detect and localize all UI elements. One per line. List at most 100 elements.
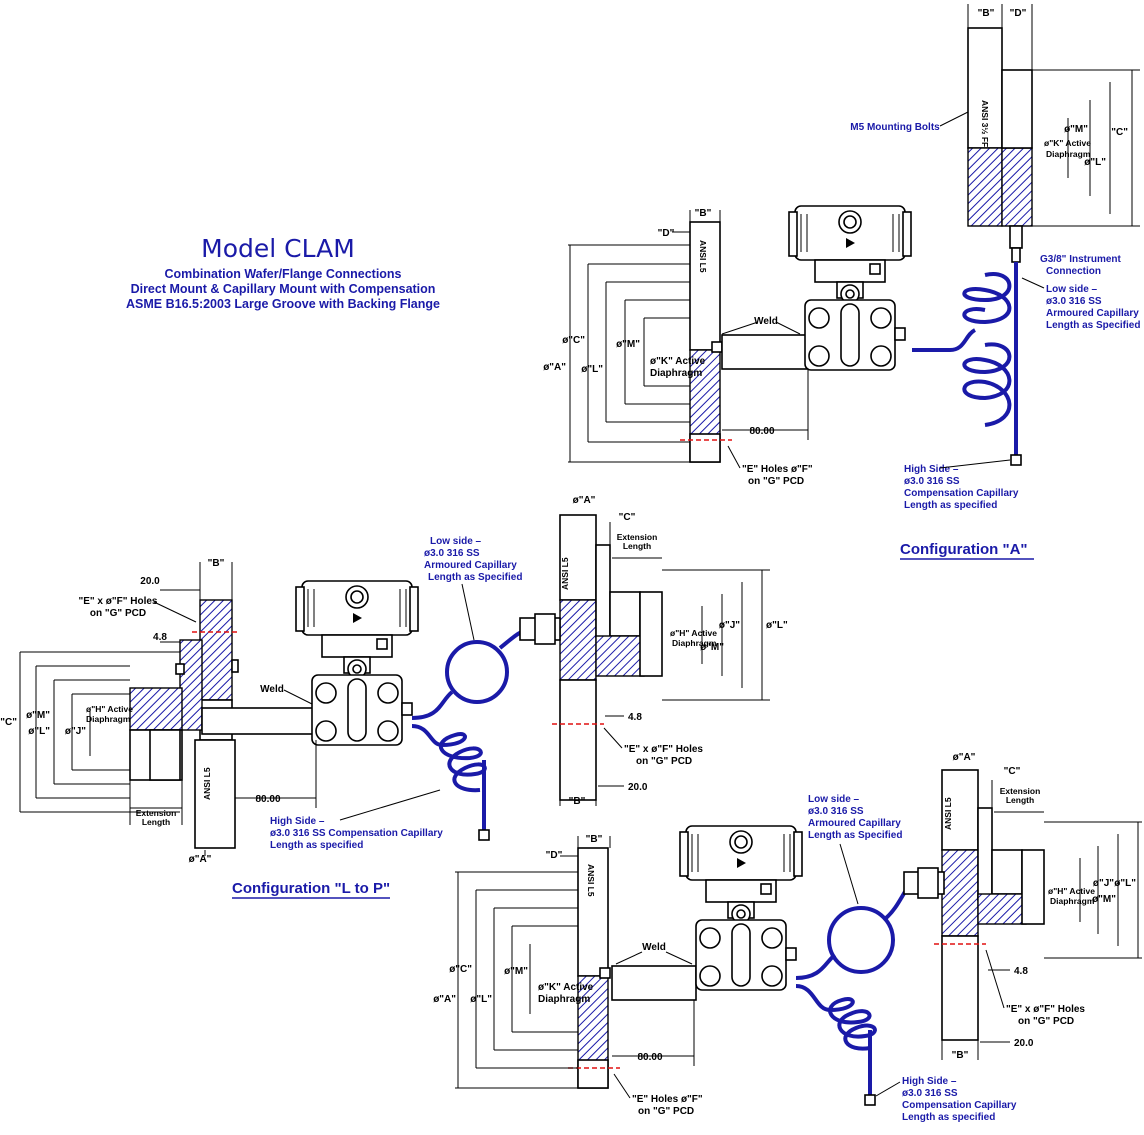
lp-r-holes-1: "E" x ø"F" Holes	[624, 744, 703, 755]
bottom-dim-b: "B"	[586, 834, 603, 845]
lp-dim-20: 20.0	[140, 576, 160, 587]
subtitle-line-2: Direct Mount & Capillary Mount with Comp…	[131, 282, 436, 296]
lp-high-1: High Side –	[270, 816, 325, 827]
lp-dim-b: "B"	[208, 558, 225, 569]
bottom-capillary	[795, 878, 917, 1106]
lp-r-dim-j: ø"J"	[719, 620, 740, 631]
low-side-a-1: Low side –	[1046, 284, 1098, 295]
bottom-high-4: Length as specified	[902, 1112, 995, 1123]
lp-dim-48: 4.8	[153, 632, 167, 643]
weld-a: Weld	[754, 316, 778, 327]
active-a-2: Diaphragm	[650, 368, 702, 379]
bottom-extension-pipe	[611, 965, 697, 1001]
bottom-dim-l: ø"L"	[470, 994, 492, 1005]
config-lp-caption: Configuration "L to P"	[232, 880, 390, 897]
active-a-1: ø"K" Active	[650, 356, 706, 367]
holes-a-2: on "G" PCD	[748, 476, 804, 487]
bottom-right-seal: ANSI L5	[903, 769, 1045, 1041]
lp-low-3: Armoured Capillary	[424, 560, 517, 571]
extension-pipe-a	[721, 334, 811, 370]
bottom-right-flange-label: ANSI L5	[943, 797, 953, 830]
bottom-r-dim-b: "B"	[952, 1050, 969, 1061]
lp-right-seal: ANSI L5	[519, 514, 663, 801]
lp-holes-1: "E" x ø"F" Holes	[79, 596, 158, 607]
bottom-length: 80.00	[637, 1052, 662, 1063]
lp-low-4: Length as Specified	[428, 572, 522, 583]
bottom-r-dim-c: "C"	[1004, 766, 1021, 777]
lp-r-dim-20: 20.0	[628, 782, 648, 793]
lp-r-dim-m: ø"M"	[700, 642, 724, 653]
lp-r-dim-a: ø"A"	[573, 495, 596, 506]
lp-high-2: ø3.0 316 SS Compensation Capillary	[270, 828, 443, 839]
transmitter-lp	[295, 580, 419, 746]
bottom-dim-c: ø"C"	[449, 964, 472, 975]
bottom-r-active-1: ø"H" Active	[1048, 886, 1095, 896]
bottom-low-3: Armoured Capillary	[808, 818, 901, 829]
low-side-a-4: Length as Specified	[1046, 320, 1140, 331]
bottom-high-2: ø3.0 316 SS	[902, 1088, 958, 1099]
dim-m-a: ø"M"	[616, 339, 640, 350]
bottom-holes-2: on "G" PCD	[638, 1106, 694, 1117]
transmitter-a	[788, 205, 912, 371]
bottom-high-1: High Side –	[902, 1076, 957, 1087]
bottom-dim-d: "D"	[546, 850, 563, 861]
lp-high-3: Length as specified	[270, 840, 363, 851]
diagram-title: Model CLAM	[201, 234, 355, 263]
bottom-r-dim-l: ø"L"	[1114, 878, 1136, 889]
flange-label-a: ANSI L5	[698, 240, 708, 273]
lp-dim-l: ø"L"	[28, 726, 50, 737]
lp-dim-j: ø"J"	[65, 726, 86, 737]
lp-ext-1: Extension	[136, 808, 177, 818]
dim-m-remote: ø"M"	[1064, 124, 1088, 135]
bottom-dim-a: ø"A"	[433, 994, 456, 1005]
lp-dim-a: ø"A"	[189, 854, 212, 865]
lp-active-2: Diaphragm	[86, 714, 131, 724]
remote-diaphragm-label: Diaphragm	[1046, 149, 1091, 159]
bottom-r-dim-48: 4.8	[1014, 966, 1028, 977]
low-side-a-3: Armoured Capillary	[1046, 308, 1139, 319]
bottom-low-4: Length as Specified	[808, 830, 902, 841]
low-side-a-2: ø3.0 316 SS	[1046, 296, 1102, 307]
lp-r-dim-l: ø"L"	[766, 620, 788, 631]
bottom-r-dim-m: ø"M"	[1092, 894, 1116, 905]
lp-r-ext-1: Extension	[617, 532, 658, 542]
config-a-caption: Configuration "A"	[900, 541, 1028, 558]
lp-dim-m: ø"M"	[26, 710, 50, 721]
bottom-r-dim-a: ø"A"	[953, 752, 976, 763]
dim-l-a: ø"L"	[581, 364, 603, 375]
configuration-l-to-p: ANSI L5 Weld "B" 20.0 "E" x ø"F" Holes o…	[0, 495, 788, 899]
bottom-r-ext-2: Length	[1006, 795, 1034, 805]
bottom-r-dim-j: ø"J"	[1093, 878, 1114, 889]
capillary-coil-a	[912, 262, 1022, 466]
remote-flange-label: ANSI 3½ FF	[980, 100, 990, 147]
high-side-a-1: High Side –	[904, 464, 959, 475]
lp-holes-2: on "G" PCD	[90, 608, 146, 619]
bottom-weld: Weld	[642, 942, 666, 953]
lp-low-1: Low side –	[430, 536, 482, 547]
bottom-holes-1: "E" Holes ø"F"	[632, 1094, 703, 1105]
bottom-r-ext-1: Extension	[1000, 786, 1041, 796]
lp-r-dim-b: "B"	[569, 796, 586, 807]
transmitter-bottom	[679, 825, 803, 991]
holes-a-1: "E" Holes ø"F"	[742, 464, 813, 475]
bottom-r-dim-20: 20.0	[1014, 1038, 1034, 1049]
lp-right-flange-label: ANSI L5	[560, 557, 570, 590]
dim-c-a: ø"C"	[562, 335, 585, 346]
bottom-r-holes-2: on "G" PCD	[1018, 1016, 1074, 1027]
bottom-low-1: Low side –	[808, 794, 860, 805]
high-side-a-3: Compensation Capillary	[904, 488, 1019, 499]
high-side-a-2: ø3.0 316 SS	[904, 476, 960, 487]
bottom-r-active-2: Diaphragm	[1050, 896, 1095, 906]
direct-flange-a: ANSI L5	[680, 221, 732, 463]
high-side-a-4: Length as specified	[904, 500, 997, 511]
bottom-high-3: Compensation Capillary	[902, 1100, 1017, 1111]
configuration-bottom: ANSI L5 Weld "B" "D" ø"A" ø"C" ø"L" ø"M"…	[433, 752, 1142, 1123]
bottom-low-2: ø3.0 316 SS	[808, 806, 864, 817]
lp-left-flange-label: ANSI L5	[202, 767, 212, 800]
lp-r-holes-2: on "G" PCD	[636, 756, 692, 767]
dim-a-a: ø"A"	[543, 362, 566, 373]
bottom-dim-m: ø"M"	[504, 966, 528, 977]
lp-weld: Weld	[260, 684, 284, 695]
lp-r-active-2: Diaphragm	[672, 638, 717, 648]
